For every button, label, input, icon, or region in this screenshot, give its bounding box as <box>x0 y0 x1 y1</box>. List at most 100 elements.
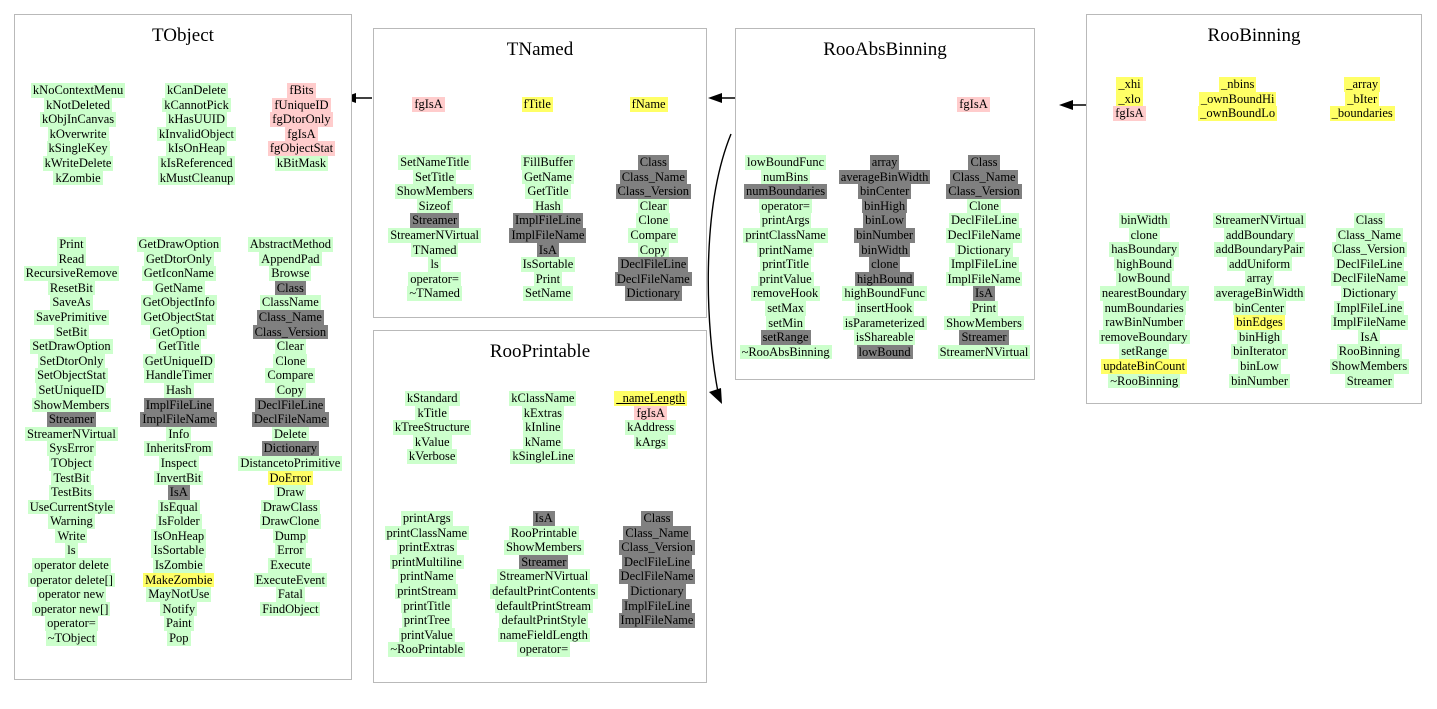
member-item[interactable]: ~TNamed <box>407 286 462 301</box>
member-item[interactable]: IsOnHeap <box>151 528 207 544</box>
member-item[interactable]: IsEqual <box>157 499 200 515</box>
member-item[interactable]: ImplFileLine <box>1334 300 1405 316</box>
member-item[interactable]: SavePrimitive <box>34 309 109 325</box>
member-item[interactable]: fgObjectStat <box>267 141 336 156</box>
member-item[interactable]: binLow <box>863 213 907 228</box>
member-item[interactable]: _xlo <box>1116 91 1143 107</box>
member-item[interactable]: _nbins <box>1219 77 1257 92</box>
member-item[interactable]: kMustCleanup <box>157 170 236 186</box>
member-item[interactable]: fUniqueID <box>272 97 331 113</box>
member-item[interactable]: isShareable <box>853 330 916 345</box>
member-item[interactable]: Write <box>55 528 88 544</box>
member-item[interactable]: isParameterized <box>842 315 927 331</box>
member-item[interactable]: operator delete[] <box>27 572 115 588</box>
member-item[interactable]: GetOption <box>150 324 208 340</box>
member-item[interactable]: SysError <box>47 441 96 456</box>
member-item[interactable]: fName <box>629 97 668 112</box>
member-item[interactable]: kAddress <box>625 420 677 435</box>
member-item[interactable]: printTree <box>401 613 452 628</box>
member-item[interactable]: defaultPrintStyle <box>499 613 589 628</box>
member-item[interactable]: Class <box>968 155 1000 170</box>
member-item[interactable]: Clear <box>637 198 669 214</box>
member-item[interactable]: Class_Name <box>1335 227 1403 243</box>
member-item[interactable]: clone <box>869 257 901 272</box>
member-item[interactable]: Error <box>275 543 306 559</box>
member-item[interactable]: Clear <box>274 339 306 354</box>
member-item[interactable]: Fatal <box>275 587 305 602</box>
member-item[interactable]: DeclFileLine <box>255 397 326 413</box>
member-item[interactable]: Delete <box>272 426 309 442</box>
member-item[interactable]: ShowMembers <box>944 315 1024 331</box>
member-item[interactable]: printClassName <box>743 227 828 243</box>
member-item[interactable]: kIsReferenced <box>158 155 235 171</box>
member-item[interactable]: InheritsFrom <box>144 441 214 456</box>
member-item[interactable]: kHasUUID <box>166 112 227 127</box>
member-item[interactable]: kInline <box>523 420 563 435</box>
member-item[interactable]: ImplFileName <box>945 271 1023 287</box>
member-item[interactable]: DrawClass <box>260 499 320 515</box>
member-item[interactable]: IsA <box>532 511 555 526</box>
member-item[interactable]: Hash <box>163 382 194 398</box>
member-item[interactable]: SetUniqueID <box>36 382 107 398</box>
member-item[interactable]: GetUniqueID <box>142 353 215 369</box>
member-item[interactable]: MayNotUse <box>146 587 212 602</box>
member-item[interactable]: HandleTimer <box>143 368 214 383</box>
member-item[interactable]: printClassName <box>384 525 470 541</box>
member-item[interactable]: StreamerNVirtual <box>388 227 482 243</box>
member-item[interactable]: SetDrawOption <box>30 339 113 354</box>
member-item[interactable]: kWriteDelete <box>42 155 114 171</box>
member-item[interactable]: kNotDeleted <box>44 97 112 113</box>
member-item[interactable]: printStream <box>395 583 459 599</box>
member-item[interactable]: binHigh <box>1237 329 1283 345</box>
member-item[interactable]: SetTitle <box>413 169 457 185</box>
member-item[interactable]: numBins <box>761 169 811 185</box>
member-item[interactable]: TNamed <box>410 242 459 258</box>
member-item[interactable]: ~RooPrintable <box>388 642 466 657</box>
member-item[interactable]: DeclFileName <box>1330 271 1408 286</box>
member-item[interactable]: StreamerNVirtual <box>937 344 1031 360</box>
member-item[interactable]: printValue <box>398 627 455 643</box>
member-item[interactable]: DeclFileName <box>945 227 1023 243</box>
member-item[interactable]: _xhi <box>1116 77 1143 92</box>
member-item[interactable]: Class_Version <box>1331 242 1408 257</box>
member-item[interactable]: TestBit <box>51 470 92 486</box>
member-item[interactable]: DeclFileLine <box>1334 256 1405 272</box>
member-item[interactable]: IsZombie <box>152 558 205 573</box>
member-item[interactable]: IsA <box>167 485 190 500</box>
member-item[interactable]: kNoContextMenu <box>30 83 126 98</box>
member-item[interactable]: ImplFileName <box>618 613 696 628</box>
member-item[interactable]: printName <box>398 569 456 584</box>
member-item[interactable]: addBoundaryPair <box>1213 242 1306 257</box>
member-item[interactable]: operator= <box>408 271 461 287</box>
member-item[interactable]: kClassName <box>509 391 577 406</box>
member-item[interactable]: UseCurrentStyle <box>27 499 116 515</box>
member-item[interactable]: binLow <box>1238 358 1281 374</box>
member-item[interactable]: highBoundFunc <box>842 286 927 301</box>
member-item[interactable]: Warning <box>48 514 95 529</box>
member-item[interactable]: numBoundaries <box>744 184 828 199</box>
member-item[interactable]: Streamer <box>410 213 460 228</box>
member-item[interactable]: Browse <box>269 266 312 281</box>
member-item[interactable]: FillBuffer <box>521 155 575 170</box>
member-item[interactable]: GetDtorOnly <box>143 251 214 267</box>
member-item[interactable]: setMin <box>766 315 805 331</box>
member-item[interactable]: Class_Version <box>252 324 329 340</box>
member-item[interactable]: defaultPrintStream <box>494 598 593 614</box>
member-item[interactable]: binNumber <box>854 227 916 243</box>
member-item[interactable]: Info <box>166 426 192 442</box>
member-item[interactable]: fgIsA <box>412 97 445 112</box>
member-item[interactable]: Streamer <box>1344 373 1394 389</box>
member-item[interactable]: SetObjectStat <box>35 368 108 383</box>
member-item[interactable]: SetNameTitle <box>398 155 472 170</box>
member-item[interactable]: rawBinNumber <box>1103 315 1186 330</box>
member-item[interactable]: setRange <box>760 330 811 345</box>
member-item[interactable]: fBits <box>287 83 316 98</box>
member-item[interactable]: ShowMembers <box>394 184 475 199</box>
member-item[interactable]: Dictionary <box>1340 285 1399 301</box>
member-item[interactable]: ResetBit <box>47 280 95 296</box>
member-item[interactable]: ImplFileName <box>140 412 218 427</box>
member-item[interactable]: InvertBit <box>154 470 204 486</box>
